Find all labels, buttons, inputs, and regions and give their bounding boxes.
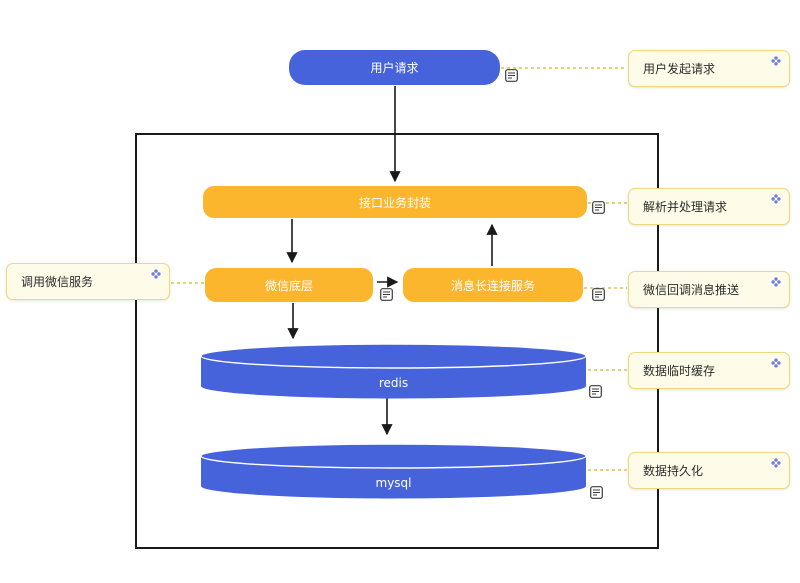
node-wechat-layer[interactable]: 微信底层	[205, 268, 373, 302]
node-user-request[interactable]: 用户请求	[289, 50, 500, 85]
note-icon[interactable]	[590, 486, 603, 499]
node-msg-service-label: 消息长连接服务	[450, 278, 535, 293]
annotation-persistence[interactable]: 数据持久化	[628, 452, 790, 489]
annotation-label: 用户发起请求	[643, 62, 716, 76]
annotation-wechat-callback[interactable]: 微信回调消息推送	[628, 271, 790, 308]
note-icon[interactable]	[380, 288, 393, 301]
node-mysql-label: mysql	[375, 476, 412, 490]
note-icon[interactable]	[589, 385, 602, 398]
annotation-user-initiates[interactable]: 用户发起请求	[628, 50, 790, 87]
annotation-label: 解析并处理请求	[643, 200, 728, 214]
annotation-label: 数据临时缓存	[643, 364, 716, 378]
sparkle-icon[interactable]	[771, 194, 781, 204]
sparkle-icon[interactable]	[771, 56, 781, 66]
node-redis-cylinder[interactable]: redis	[200, 343, 587, 399]
cylinder-shape	[200, 343, 587, 399]
annotation-label: 微信回调消息推送	[643, 283, 740, 297]
annotation-label: 数据持久化	[643, 464, 704, 478]
node-redis-label: redis	[378, 376, 409, 390]
sparkle-icon[interactable]	[771, 458, 781, 468]
system-boundary-box[interactable]	[135, 133, 659, 549]
sparkle-icon[interactable]	[771, 358, 781, 368]
sparkle-icon[interactable]	[151, 269, 161, 279]
node-api-wrapper[interactable]: 接口业务封装	[203, 186, 587, 218]
note-icon[interactable]	[592, 201, 605, 214]
annotation-temp-cache[interactable]: 数据临时缓存	[628, 352, 790, 389]
annotation-parse-handle[interactable]: 解析并处理请求	[628, 188, 790, 225]
node-msg-service[interactable]: 消息长连接服务	[403, 268, 583, 302]
node-user-request-label: 用户请求	[370, 61, 419, 75]
note-icon[interactable]	[505, 69, 518, 82]
annotation-call-wechat[interactable]: 调用微信服务	[6, 263, 170, 300]
node-mysql-cylinder[interactable]: mysql	[200, 443, 587, 499]
node-wechat-layer-label: 微信底层	[264, 278, 313, 293]
note-icon[interactable]	[592, 288, 605, 301]
sparkle-icon[interactable]	[771, 277, 781, 287]
cylinder-shape	[200, 443, 587, 499]
annotation-label: 调用微信服务	[21, 275, 94, 289]
node-api-wrapper-label: 接口业务封装	[358, 195, 431, 210]
